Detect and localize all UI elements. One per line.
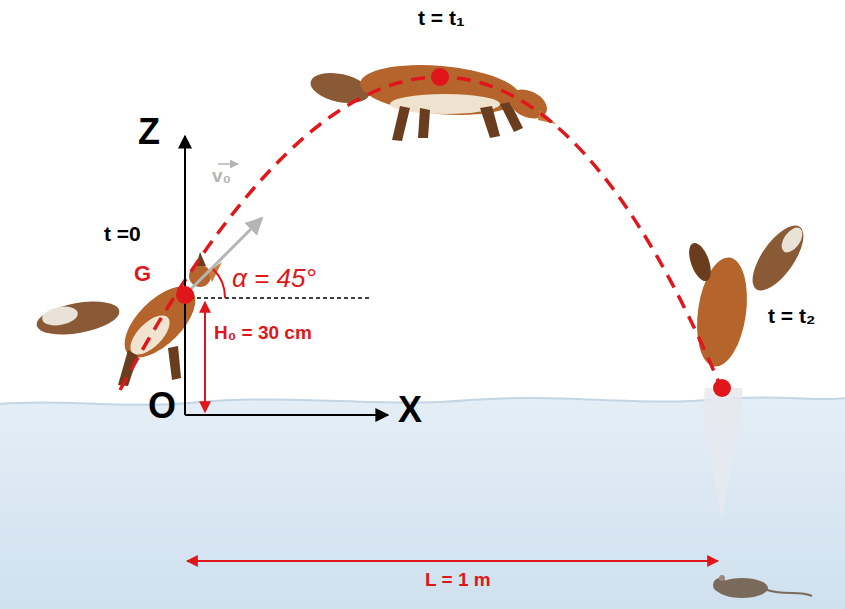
angle-label: α = 45° <box>232 264 316 293</box>
trajectory <box>120 77 722 390</box>
point-label: G <box>134 262 151 286</box>
time-label: t = t₂ <box>768 304 815 327</box>
center-of-mass <box>176 286 194 304</box>
axis-label: X <box>398 390 422 430</box>
origin-label: O <box>148 386 176 426</box>
horizontal-reference <box>190 297 372 299</box>
vector-label: v₀ <box>212 166 231 187</box>
dimension-label: L = 1 m <box>425 570 491 591</box>
z-axis <box>184 136 186 415</box>
angle-arc <box>213 269 225 298</box>
center-of-mass <box>713 379 731 397</box>
length-dimension <box>187 560 718 562</box>
time-label: t = t₁ <box>418 6 465 29</box>
dimension-label: H₀ = 30 cm <box>214 323 312 344</box>
fox-start <box>34 252 222 386</box>
fox-apex <box>308 59 556 141</box>
center-of-mass <box>431 68 449 86</box>
x-axis <box>185 414 388 416</box>
time-label: t =0 <box>104 222 141 245</box>
axis-label: Z <box>138 112 160 152</box>
vector-arrow-over <box>218 163 238 165</box>
fox-dive <box>685 218 813 520</box>
height-dimension <box>204 302 206 412</box>
mouse <box>713 575 812 598</box>
